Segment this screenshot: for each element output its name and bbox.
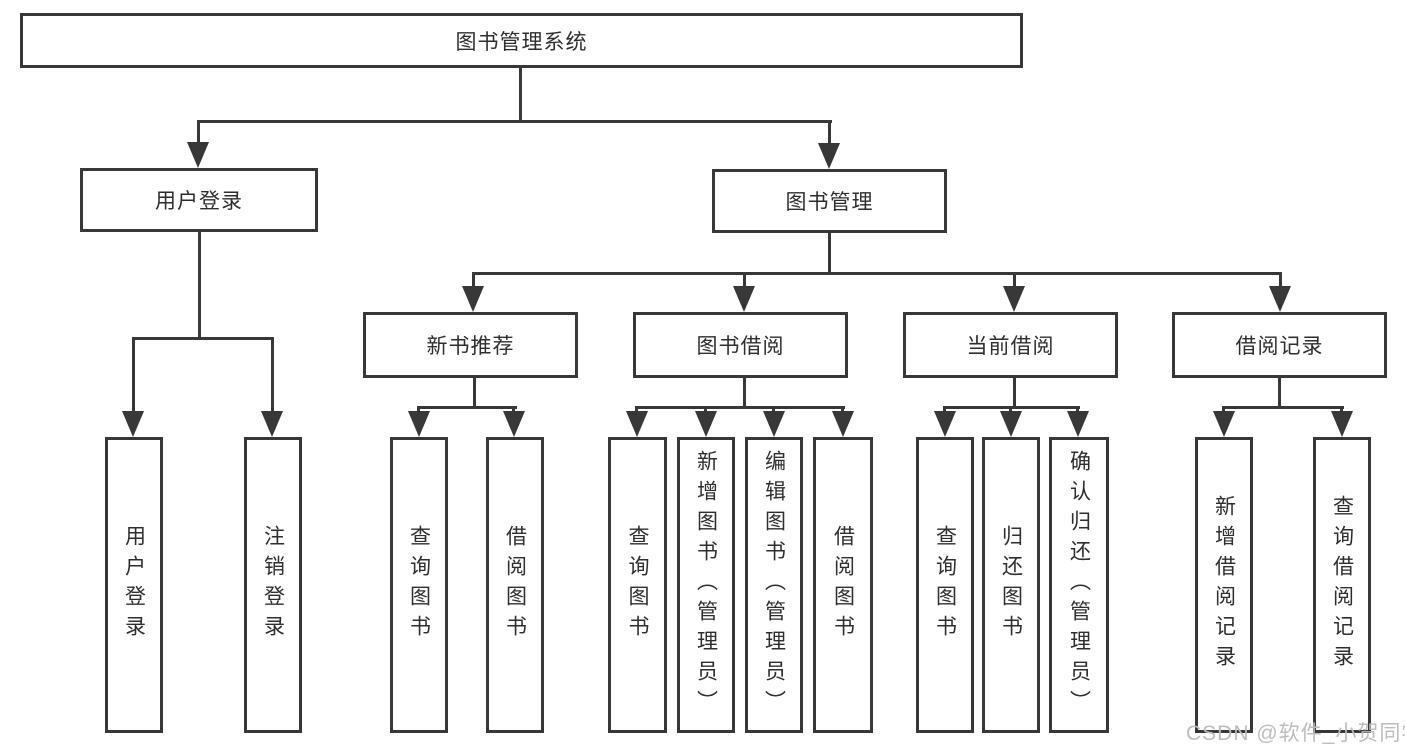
leaf-search-books: 查询图书 [916, 437, 974, 733]
connector-stem [1009, 406, 1012, 414]
leaf-borrow-books: 借阅图书 [486, 437, 544, 733]
arrowhead-icon [832, 411, 854, 437]
arrowhead-icon [763, 411, 785, 437]
leaf-label: 新增图书（管理员） [694, 450, 718, 720]
arrowhead-icon [1067, 411, 1089, 437]
leaf-label: 查询图书 [933, 525, 957, 645]
leaf-label: 归还图书 [999, 525, 1023, 645]
node-library-management-system: 图书管理系统 [20, 13, 1023, 68]
connector-stem [132, 337, 135, 413]
connector-stem [473, 378, 476, 408]
connector-stem [512, 406, 515, 414]
connector-stem [271, 337, 274, 413]
connector-root-split [197, 120, 832, 123]
connector-stem [472, 272, 475, 288]
leaf-label: 新增借阅记录 [1212, 495, 1236, 675]
connector-stem [1278, 378, 1281, 408]
leaf-search-borrow-record: 查询借阅记录 [1313, 437, 1371, 733]
leaf-label: 编辑图书（管理员） [762, 450, 786, 720]
arrowhead-icon [1269, 286, 1291, 312]
connector-root-stem [519, 68, 522, 120]
leaf-edit-books-admin: 编辑图书（管理员） [745, 437, 803, 733]
leaf-label: 查询图书 [407, 525, 431, 645]
node-user-login: 用户登录 [80, 168, 318, 232]
connector-stem [1076, 406, 1079, 414]
leaf-return-books: 归还图书 [982, 437, 1040, 733]
connector-stem [704, 406, 707, 414]
arrowhead-icon [122, 411, 144, 437]
leaf-add-books-admin: 新增图书（管理员） [677, 437, 735, 733]
arrowhead-icon [408, 411, 430, 437]
connector-stem [417, 406, 420, 414]
leaf-label: 确认归还（管理员） [1067, 450, 1091, 720]
connector-stem [943, 406, 946, 414]
leaf-label: 查询图书 [626, 525, 649, 645]
leaf-label: 用户登录 [122, 525, 146, 645]
connector-stem [198, 232, 201, 337]
node-book-management: 图书管理 [712, 169, 947, 233]
arrowhead-icon [733, 286, 755, 312]
csdn-watermark: CSDN @软件_小贺同学 [1186, 722, 1405, 745]
connector-stem [841, 406, 844, 414]
arrowhead-icon [1003, 286, 1025, 312]
arrowhead-icon [626, 411, 648, 437]
leaf-confirm-return-admin: 确认归还（管理员） [1049, 437, 1109, 733]
connector-stem [1013, 272, 1016, 288]
connector-stem [635, 406, 638, 414]
connector-split [417, 406, 517, 409]
connector-split [1222, 406, 1344, 409]
leaf-label: 查询借阅记录 [1330, 495, 1354, 675]
arrowhead-icon [1000, 411, 1022, 437]
leaf-user-login: 用户登录 [105, 437, 163, 733]
arrowhead-icon [187, 142, 209, 168]
connector-stem [743, 378, 746, 408]
connector-stem [828, 120, 831, 146]
leaf-add-borrow-record: 新增借阅记录 [1195, 437, 1253, 733]
connector-stem [828, 233, 831, 275]
arrowhead-icon [1213, 411, 1235, 437]
connector-split [132, 337, 274, 340]
connector-split [635, 406, 845, 409]
leaf-borrow-books: 借阅图书 [813, 437, 873, 733]
arrowhead-icon [261, 411, 283, 437]
connector-stem [1013, 378, 1016, 408]
leaf-label: 注销登录 [261, 525, 285, 645]
connector-stem [743, 272, 746, 288]
leaf-search-books: 查询图书 [390, 437, 448, 733]
node-new-book-recommend: 新书推荐 [363, 312, 578, 378]
arrowhead-icon [503, 411, 525, 437]
arrowhead-icon [818, 143, 840, 169]
node-book-borrowing: 图书借阅 [633, 312, 848, 378]
arrowhead-icon [695, 411, 717, 437]
connector-stem [1340, 406, 1343, 414]
leaf-label: 借阅图书 [831, 525, 855, 645]
node-borrow-records: 借阅记录 [1172, 312, 1387, 378]
leaf-logout: 注销登录 [244, 437, 302, 733]
connector-stem [1279, 272, 1282, 288]
connector-stem [197, 120, 200, 145]
node-current-borrowing: 当前借阅 [903, 312, 1118, 378]
connector-split [472, 272, 1282, 275]
connector-stem [1222, 406, 1225, 414]
leaf-label: 借阅图书 [503, 525, 527, 645]
leaf-search-books: 查询图书 [608, 437, 667, 733]
connector-stem [772, 406, 775, 414]
arrowhead-icon [934, 411, 956, 437]
arrowhead-icon [1331, 411, 1353, 437]
arrowhead-icon [462, 286, 484, 312]
